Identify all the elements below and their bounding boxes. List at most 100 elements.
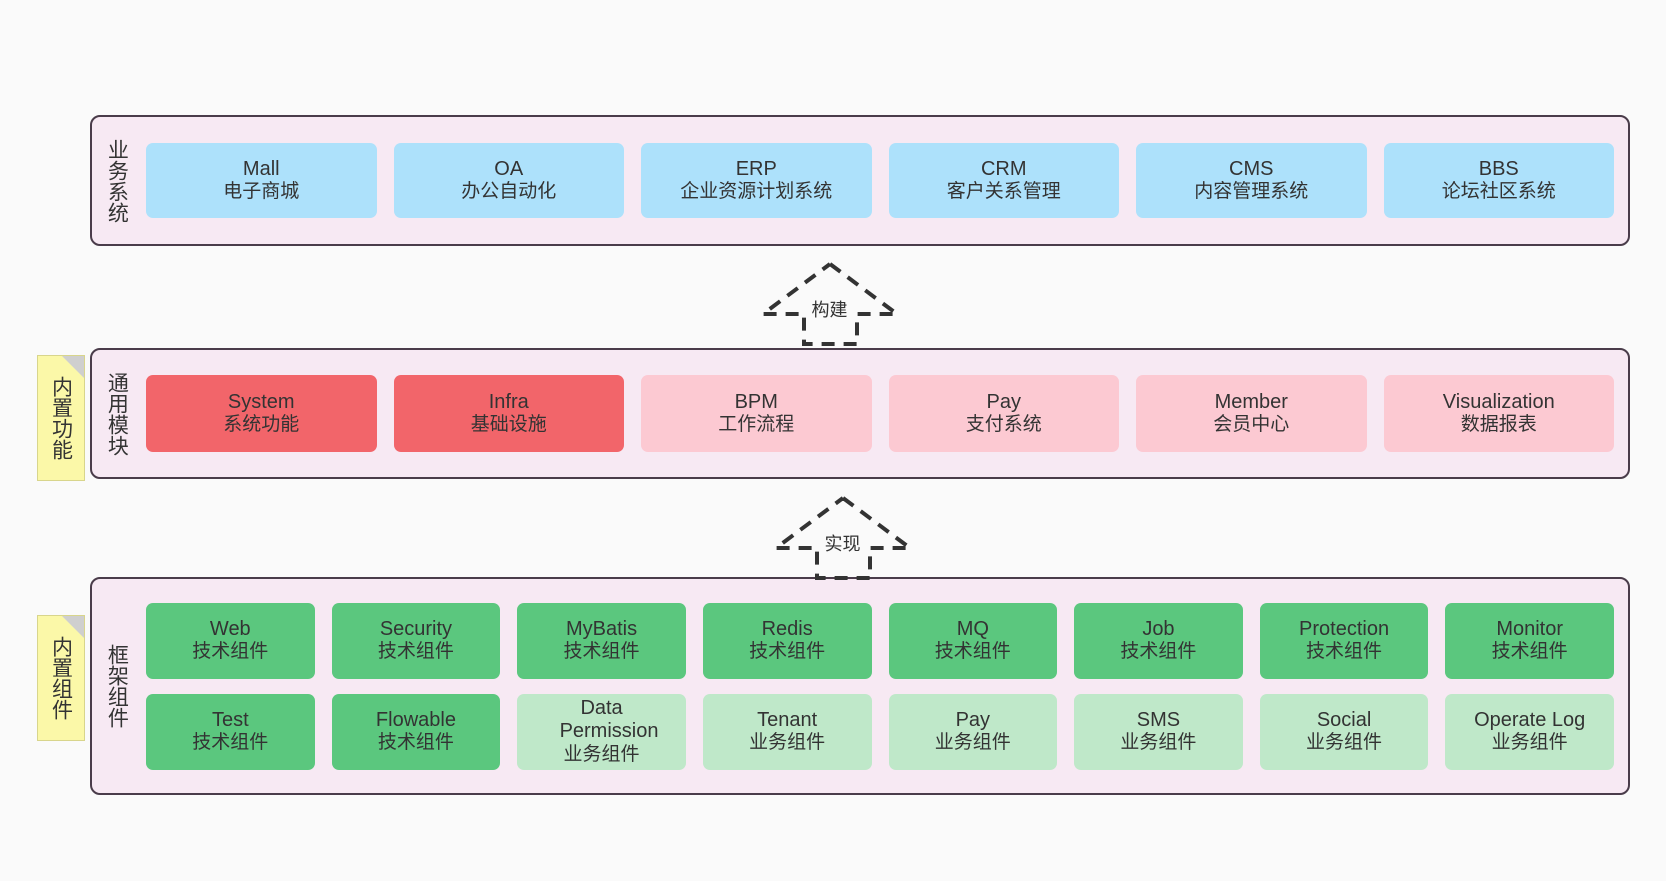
arrow-shape	[756, 262, 904, 346]
layer-row: Web 技术组件 Security 技术组件 MyBatis 技术组件 Redi…	[146, 602, 1614, 679]
component-name: Tenant	[757, 708, 818, 731]
module-name: OA	[494, 157, 524, 180]
component-type: 技术组件	[1306, 641, 1383, 663]
component-type: 技术组件	[749, 641, 826, 663]
module-subtitle: 支付系统	[965, 414, 1042, 436]
module-card-bbs[interactable]: BBS 论坛社区系统	[1383, 143, 1614, 218]
layer-body-common-module: System 系统功能 Infra 基础设施 BPM 工作流程 Pay 支付系统…	[140, 350, 1628, 477]
component-type: 业务组件	[1120, 732, 1197, 754]
component-card-social[interactable]: Social 业务组件	[1259, 693, 1429, 770]
module-name: ERP	[735, 157, 777, 180]
sticky-note-builtin-features: 内置功能	[37, 355, 85, 481]
component-card-monitor[interactable]: Monitor 技术组件	[1445, 602, 1614, 679]
component-name: Web	[209, 617, 251, 640]
module-subtitle: 电子商城	[223, 181, 300, 203]
module-card-infra[interactable]: Infra 基础设施	[393, 375, 624, 452]
module-subtitle: 内容管理系统	[1194, 181, 1309, 203]
component-card-mybatis[interactable]: MyBatis 技术组件	[517, 602, 686, 679]
module-card-cms[interactable]: CMS 内容管理系统	[1136, 143, 1367, 218]
note-label: 内置功能	[49, 376, 73, 460]
module-name: BPM	[734, 390, 778, 413]
component-card-protection[interactable]: Protection 技术组件	[1259, 602, 1429, 679]
layer-row: Test 技术组件 Flowable 技术组件 Data Permission …	[146, 693, 1614, 770]
component-name: Test	[211, 708, 249, 731]
module-card-crm[interactable]: CRM 客户关系管理	[888, 143, 1119, 218]
component-card-security[interactable]: Security 技术组件	[331, 602, 501, 679]
module-card-pay[interactable]: Pay 支付系统	[888, 375, 1119, 452]
layer-title-common-module: 通用模块	[105, 371, 129, 456]
sticky-note-builtin-components: 内置组件	[37, 615, 85, 741]
module-subtitle: 基础设施	[470, 414, 547, 436]
layer-title-framework-component: 框架组件	[105, 644, 129, 728]
module-subtitle: 工作流程	[718, 414, 795, 436]
component-card-data-permission[interactable]: Data Permission 业务组件	[517, 693, 686, 770]
component-name: Monitor	[1496, 617, 1564, 640]
component-name: MyBatis	[566, 617, 638, 640]
module-card-erp[interactable]: ERP 企业资源计划系统	[641, 143, 872, 218]
component-type: 业务组件	[1306, 732, 1383, 754]
module-name: Member	[1214, 390, 1288, 413]
module-name: Mall	[242, 157, 280, 180]
module-card-bpm[interactable]: BPM 工作流程	[641, 375, 872, 452]
component-card-sms[interactable]: SMS 业务组件	[1074, 693, 1243, 770]
module-card-visualization[interactable]: Visualization 数据报表	[1383, 375, 1614, 452]
component-card-redis[interactable]: Redis 技术组件	[702, 602, 872, 679]
component-name: MQ	[956, 617, 989, 640]
module-card-member[interactable]: Member 会员中心	[1136, 375, 1367, 452]
component-type: 业务组件	[749, 732, 826, 754]
component-card-operate-log[interactable]: Operate Log 业务组件	[1445, 693, 1614, 770]
component-type: 技术组件	[377, 732, 454, 754]
component-type: 技术组件	[934, 641, 1011, 663]
module-subtitle: 论坛社区系统	[1441, 181, 1556, 203]
component-card-tenant[interactable]: Tenant 业务组件	[702, 693, 872, 770]
layer-row: System 系统功能 Infra 基础设施 BPM 工作流程 Pay 支付系统…	[146, 375, 1614, 452]
layer-body-business-system: Mall 电子商城 OA 办公自动化 ERP 企业资源计划系统 CRM 客户关系…	[140, 117, 1628, 244]
component-name: Redis	[761, 617, 813, 640]
module-subtitle: 客户关系管理	[946, 181, 1061, 203]
component-card-test[interactable]: Test 技术组件	[146, 693, 315, 770]
component-name: Operate Log	[1474, 708, 1586, 731]
module-subtitle: 办公自动化	[461, 181, 557, 203]
module-subtitle: 系统功能	[223, 414, 300, 436]
component-name: Protection	[1299, 617, 1390, 640]
module-card-mall[interactable]: Mall 电子商城	[146, 143, 377, 218]
component-type: 技术组件	[1120, 641, 1197, 663]
module-subtitle: 企业资源计划系统	[680, 181, 833, 203]
note-fold-corner	[62, 616, 84, 638]
component-card-web[interactable]: Web 技术组件	[146, 602, 315, 679]
component-card-mq[interactable]: MQ 技术组件	[888, 602, 1058, 679]
note-fold-corner	[62, 356, 84, 378]
arrow-label-implement: 实现	[824, 534, 861, 554]
component-card-pay[interactable]: Pay 业务组件	[888, 693, 1058, 770]
generalization-arrow-implement: 实现	[769, 492, 917, 582]
module-name: Visualization	[1442, 390, 1555, 413]
layer-framework-component: 框架组件 Web 技术组件 Security 技术组件 MyBatis 技术组件…	[90, 577, 1630, 795]
layer-business-system: 业务系统 Mall 电子商城 OA 办公自动化 ERP 企业资源计划系统 CRM…	[90, 115, 1630, 246]
module-subtitle: 会员中心	[1213, 414, 1290, 436]
component-type: 技术组件	[377, 641, 454, 663]
arrow-label-build: 构建	[811, 300, 848, 320]
layer-row: Mall 电子商城 OA 办公自动化 ERP 企业资源计划系统 CRM 客户关系…	[146, 143, 1614, 218]
generalization-arrow-build: 构建	[756, 258, 904, 348]
component-name: Pay	[955, 708, 991, 731]
component-card-flowable[interactable]: Flowable 技术组件	[331, 693, 501, 770]
module-card-system[interactable]: System 系统功能	[146, 375, 377, 452]
component-type: 业务组件	[1491, 732, 1568, 754]
component-type: 技术组件	[192, 732, 269, 754]
component-name: Job	[1142, 617, 1175, 640]
module-card-oa[interactable]: OA 办公自动化	[393, 143, 624, 218]
component-name: Data Permission	[559, 697, 659, 743]
module-name: Pay	[986, 390, 1021, 413]
component-type: 技术组件	[563, 641, 640, 663]
layer-common-module: 通用模块 System 系统功能 Infra 基础设施 BPM 工作流程 Pay…	[90, 348, 1630, 479]
component-name: Social	[1316, 708, 1372, 731]
module-name: BBS	[1478, 157, 1519, 180]
layer-body-framework-component: Web 技术组件 Security 技术组件 MyBatis 技术组件 Redi…	[140, 579, 1628, 793]
layer-title-business-system: 业务系统	[105, 138, 129, 223]
note-label: 内置组件	[49, 636, 73, 720]
component-card-job[interactable]: Job 技术组件	[1074, 602, 1243, 679]
component-name: Security	[379, 617, 453, 640]
component-name: Flowable	[375, 708, 456, 731]
module-subtitle: 数据报表	[1460, 414, 1537, 436]
